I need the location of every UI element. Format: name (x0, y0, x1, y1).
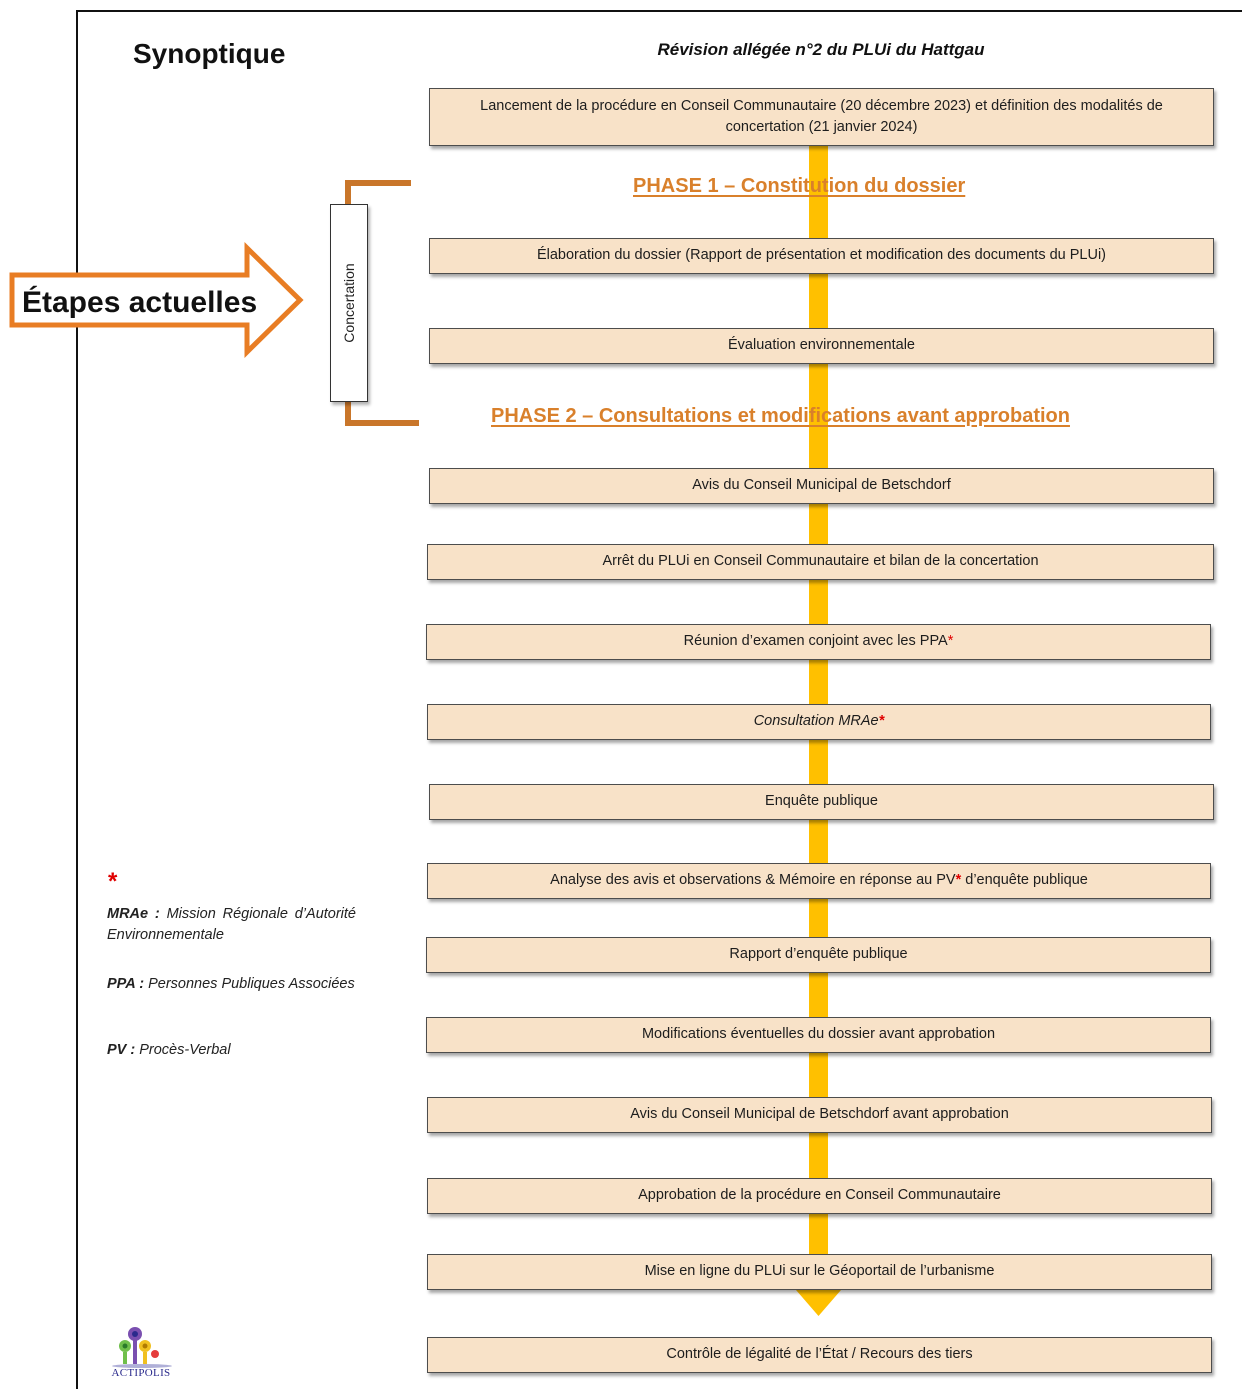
footnote-star: * (947, 633, 954, 650)
step-modifications: Modifications éventuelles du dossier ava… (426, 1017, 1211, 1053)
step-arret: Arrêt du PLUi en Conseil Communautaire e… (427, 544, 1214, 580)
legend-pv-abbr: PV : (107, 1042, 136, 1058)
step-elaboration-text: Élaboration du dossier (Rapport de prése… (536, 247, 1107, 264)
step-launch-text: Lancement de la procédure en Conseil Com… (480, 97, 1163, 135)
step-avis-conseil-final-text: Avis du Conseil Municipal de Betschdorf … (630, 1106, 1009, 1123)
current-steps-arrow-icon (9, 242, 304, 358)
legend-ppa: PPA : Personnes Publiques Associées (107, 974, 356, 995)
step-arret-text: Arrêt du PLUi en Conseil Communautaire e… (602, 553, 1039, 570)
bracket-top-bar (345, 180, 411, 186)
step-avis-conseil-final: Avis du Conseil Municipal de Betschdorf … (427, 1097, 1212, 1133)
step-controle-text: Contrôle de légalité de l’État / Recours… (666, 1346, 973, 1363)
concertation-label: Concertation (341, 263, 357, 343)
diagram-title: Révision allégée n°2 du PLUi du Hattgau (657, 40, 985, 59)
step-reunion: Réunion d’examen conjoint avec les PPA* (426, 624, 1211, 660)
step-evaluation-text: Évaluation environnementale (727, 337, 915, 354)
step-evaluation: Évaluation environnementale (429, 328, 1214, 364)
step-rapport: Rapport d’enquête publique (426, 937, 1211, 973)
step-approbation-text: Approbation de la procédure en Conseil C… (638, 1187, 1001, 1204)
bracket-top-stem (345, 180, 351, 206)
footnote-star: * (878, 713, 885, 730)
step-launch: Lancement de la procédure en Conseil Com… (429, 88, 1214, 146)
page-title: Synoptique (133, 38, 286, 69)
step-analyse-text: Analyse des avis et observations & Mémoi… (550, 872, 956, 889)
legend-ppa-text: Personnes Publiques Associées (144, 976, 355, 992)
logo-name: ACTIPOLIS (111, 1367, 171, 1379)
legend-ppa-abbr: PPA : (107, 976, 145, 992)
step-modifications-text: Modifications éventuelles du dossier ava… (641, 1026, 996, 1043)
step-mise-en-ligne: Mise en ligne du PLUi sur le Géoportail … (427, 1254, 1212, 1290)
legend-mrae-abbr: MRAe : (107, 906, 160, 922)
legend-pv-text: Procès-Verbal (135, 1042, 231, 1058)
step-enquete-text: Enquête publique (765, 793, 878, 810)
step-analyse: Analyse des avis et observations & Mémoi… (427, 863, 1211, 899)
step-avis-conseil-municipal: Avis du Conseil Municipal de Betschdorf (429, 468, 1214, 504)
flow-arrowhead-icon (796, 1290, 841, 1316)
legend-mrae-text: Mission Régionale d’Autorité Environneme… (107, 906, 356, 944)
step-mise-en-ligne-text: Mise en ligne du PLUi sur le Géoportail … (644, 1263, 995, 1280)
bracket-bottom-stem (345, 400, 351, 426)
legend-star: * (108, 868, 118, 895)
concertation-box: Concertation (330, 204, 368, 402)
page-frame (76, 10, 1242, 1389)
phase-2-heading: PHASE 2 – Consultations et modifications… (491, 405, 1070, 427)
legend-mrae: MRAe : Mission Régionale d’Autorité Envi… (107, 904, 356, 946)
step-reunion-text: Réunion d’examen conjoint avec les PPA (683, 633, 948, 650)
step-consultation: Consultation MRAe* (427, 704, 1211, 740)
step-enquete: Enquête publique (429, 784, 1214, 820)
current-steps-label: Étapes actuelles (22, 286, 258, 319)
step-approbation: Approbation de la procédure en Conseil C… (427, 1178, 1212, 1214)
step-consultation-text: Consultation MRAe (753, 713, 879, 730)
legend-pv: PV : Procès-Verbal (107, 1040, 356, 1061)
phase-1-heading: PHASE 1 – Constitution du dossier (633, 175, 966, 197)
bracket-bottom-bar (345, 420, 419, 426)
step-elaboration: Élaboration du dossier (Rapport de prése… (429, 238, 1214, 274)
footnote-star: * (955, 872, 962, 889)
step-controle: Contrôle de légalité de l’État / Recours… (427, 1337, 1212, 1373)
actipolis-logo-icon (112, 1327, 172, 1368)
step-analyse-text-end: d’enquête publique (961, 872, 1088, 889)
step-rapport-text: Rapport d’enquête publique (729, 946, 908, 963)
step-avis-conseil-municipal-text: Avis du Conseil Municipal de Betschdorf (692, 477, 951, 494)
